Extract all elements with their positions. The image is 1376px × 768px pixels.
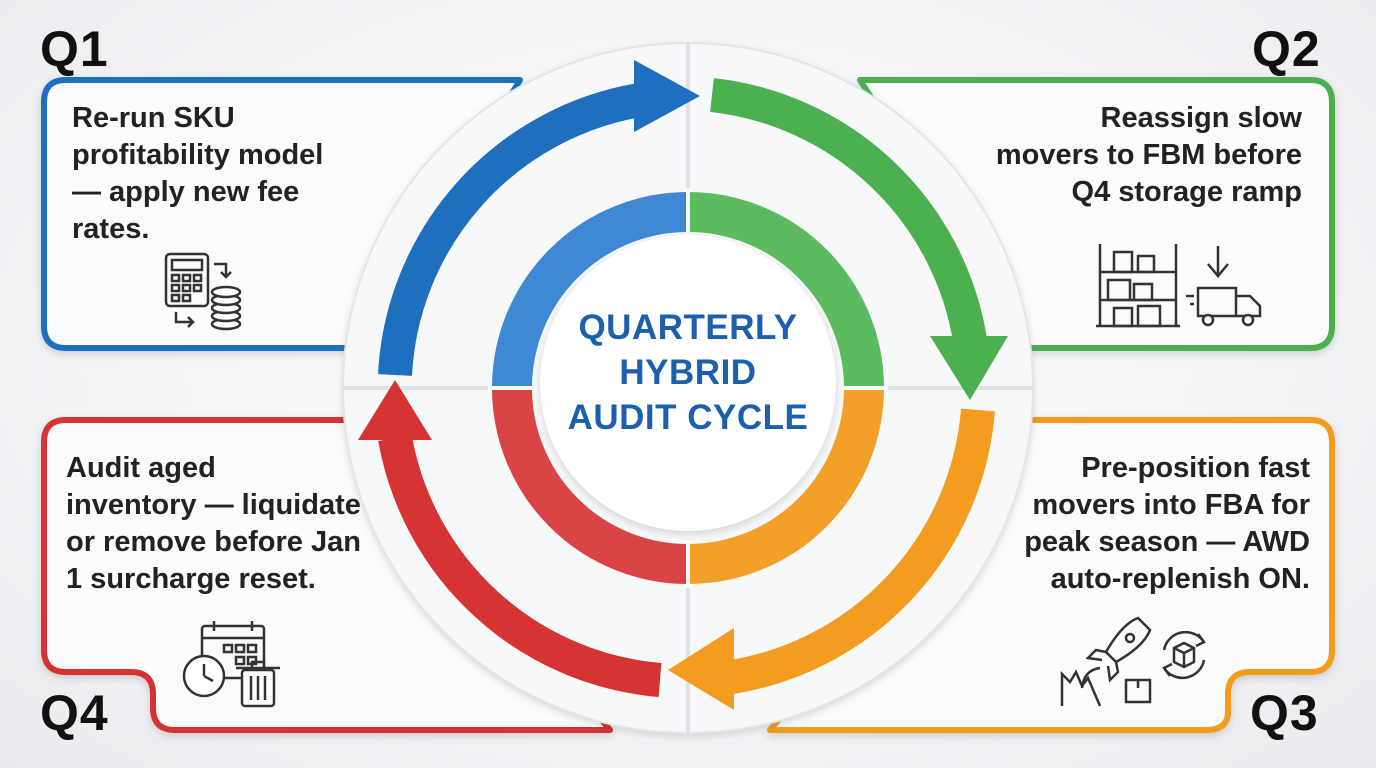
calculator-icon	[164, 252, 210, 308]
q2-line-3: Q4 storage ramp	[1071, 176, 1302, 208]
q3-icon-group	[1060, 616, 1206, 707]
replenish-cycle-icon	[1162, 630, 1206, 680]
down-arrow-icon	[1207, 246, 1229, 278]
box-icon	[1124, 678, 1152, 704]
q4-line-3: or remove before Jan	[66, 526, 361, 558]
q4-line-4: 1 surcharge reset.	[66, 563, 316, 595]
q1-line-3: — apply new fee	[72, 176, 300, 208]
center-title-line-1: QUARTERLY	[578, 308, 798, 347]
q2-icon-group	[1096, 244, 1262, 328]
q3-arrow	[722, 408, 995, 695]
q1-line-4: rates.	[72, 213, 150, 245]
q2-line-1: Reassign slow	[1100, 102, 1302, 134]
q3-line-3: peak season — AWD	[1024, 526, 1310, 558]
center-title-line-3: AUDIT CYCLE	[567, 398, 809, 437]
delivery-truck-icon	[1186, 286, 1262, 327]
center-title: QUARTERLY HYBRID AUDIT CYCLE	[538, 305, 838, 440]
q4-arrowhead	[358, 380, 432, 440]
q2-line-2: movers to FBM before	[995, 139, 1302, 171]
q4-line-2: inventory — liquidate	[66, 489, 361, 521]
warehouse-shelf-icon	[1096, 244, 1180, 328]
coin-stack-icon	[210, 285, 242, 331]
q3-line-2: movers into FBA for	[1032, 489, 1310, 521]
q1-card	[41, 77, 523, 351]
q3-line-1: Pre-position fast	[1081, 452, 1310, 484]
cycle-arrows-icon	[174, 262, 232, 328]
q3-arrowhead	[668, 628, 734, 710]
inner-ring-q1	[492, 192, 689, 389]
q1-arrowhead	[634, 60, 700, 132]
inner-ring-q3	[687, 387, 884, 584]
clock-icon	[182, 654, 226, 698]
q1-arrow	[378, 83, 643, 376]
q4-icon-group	[182, 621, 280, 708]
q2-label: Q2	[1252, 21, 1321, 77]
inner-ring-q4	[492, 387, 689, 584]
q4-description: Audit aged inventory — liquidate or remo…	[66, 450, 361, 598]
center-title-line-2: HYBRID	[619, 353, 757, 392]
q1-icon-group	[164, 252, 242, 331]
center-circle	[540, 235, 836, 531]
inner-ring-q2	[687, 192, 884, 389]
q3-description: Pre-position fast movers into FBA for pe…	[1024, 450, 1310, 598]
q4-line-1: Audit aged	[66, 452, 216, 484]
q4-arrow	[378, 435, 662, 697]
calendar-icon	[200, 621, 266, 680]
q1-line-2: profitability model	[72, 139, 324, 171]
q1-line-1: Re-run SKU	[72, 102, 235, 134]
q3-line-4: auto-replenish ON.	[1050, 563, 1310, 595]
q3-label: Q3	[1250, 685, 1319, 741]
rocket-icon	[1060, 616, 1152, 707]
q2-card	[857, 77, 1335, 351]
q2-description: Reassign slow movers to FBM before Q4 st…	[996, 100, 1302, 211]
trash-can-icon	[236, 660, 280, 708]
q2-arrow	[710, 78, 987, 343]
q2-arrowhead	[930, 336, 1008, 400]
q4-label: Q4	[40, 685, 109, 741]
q1-label: Q1	[40, 21, 109, 77]
q1-description: Re-run SKU profitability model — apply n…	[72, 100, 323, 248]
